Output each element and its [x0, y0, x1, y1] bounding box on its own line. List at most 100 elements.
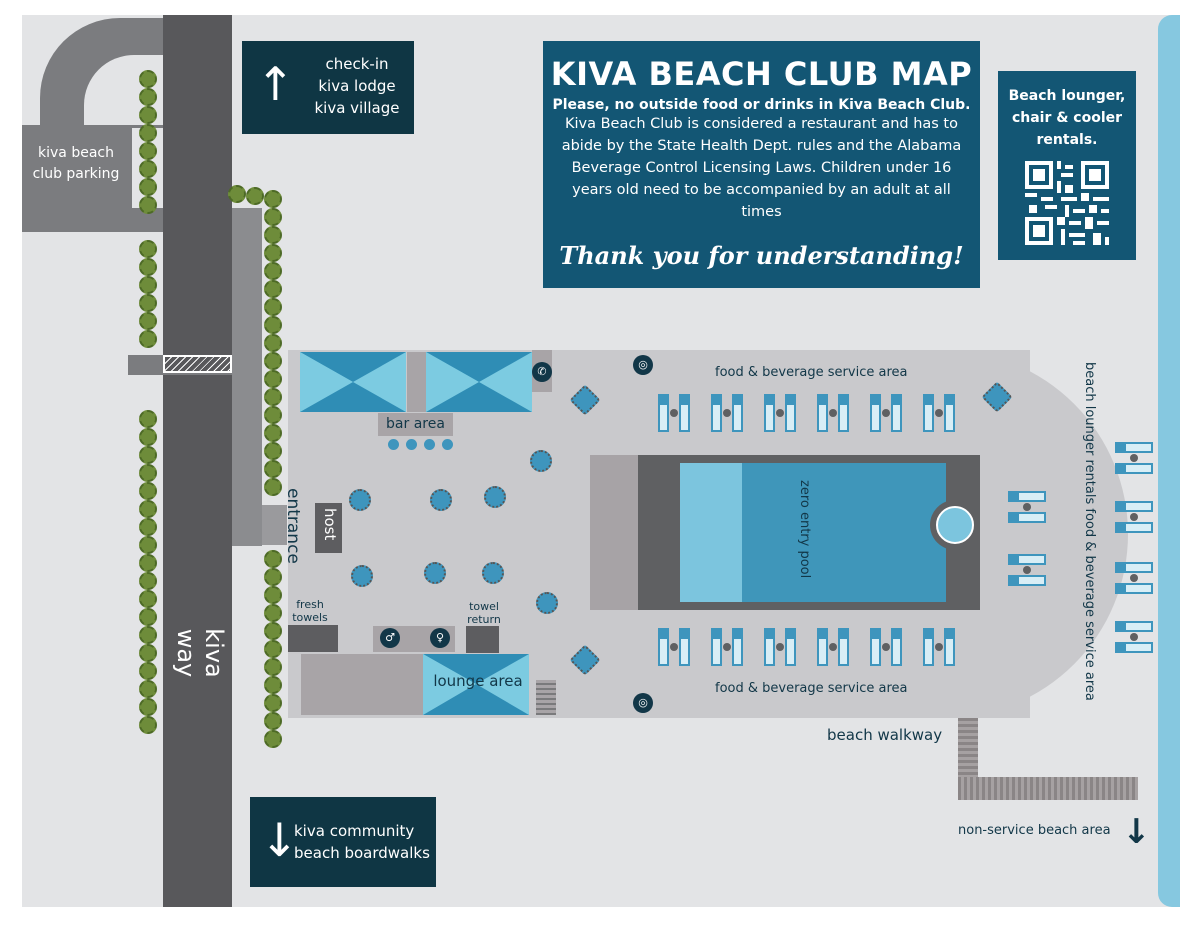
tree — [264, 190, 282, 208]
tree — [139, 142, 157, 160]
tree — [264, 550, 282, 568]
tree — [246, 187, 264, 205]
lounger-pair — [657, 627, 691, 667]
pool-shallow-end — [680, 463, 742, 602]
tree — [264, 568, 282, 586]
table — [484, 486, 506, 508]
non-service-label: non-service beach area — [958, 823, 1111, 838]
tree — [139, 106, 157, 124]
thanks-text: Thank you for understanding! — [559, 241, 964, 270]
south-sign: ↓ kiva community beach boardwalks — [250, 797, 436, 887]
lounge-building — [301, 654, 423, 715]
tree — [264, 244, 282, 262]
qr-code-icon[interactable] — [1025, 161, 1109, 245]
table — [351, 565, 373, 587]
cabana — [300, 352, 406, 412]
lounger-pair — [816, 627, 850, 667]
tree — [139, 196, 157, 214]
cabana-divider — [407, 352, 426, 412]
tree — [139, 330, 157, 348]
mens-restroom-icon: ♂ — [380, 628, 400, 648]
tree — [264, 460, 282, 478]
host-label: host — [321, 508, 339, 541]
tree — [139, 662, 157, 680]
tree — [139, 626, 157, 644]
fb-service-top-label: food & beverage service area — [715, 365, 908, 380]
lounger-pair — [710, 627, 744, 667]
life-ring-icon: ◎ — [633, 693, 653, 713]
tree — [264, 658, 282, 676]
tree — [139, 572, 157, 590]
tree — [139, 294, 157, 312]
lounger-pair — [922, 393, 956, 433]
tree — [264, 208, 282, 226]
tree — [139, 518, 157, 536]
tree — [264, 694, 282, 712]
lounger-pair — [1114, 441, 1154, 475]
tree — [139, 716, 157, 734]
tree — [139, 410, 157, 428]
tree — [139, 276, 157, 294]
north-sign: ↑ check-in kiva lodge kiva village — [242, 41, 414, 134]
tree — [139, 554, 157, 572]
tree — [139, 680, 157, 698]
side-path — [232, 208, 262, 546]
beach-walkway-label[interactable]: beach walkway — [827, 726, 943, 744]
entrance-label: entrance — [283, 488, 303, 564]
north-sign-line: kiva lodge — [318, 77, 396, 95]
lounger-pair — [763, 627, 797, 667]
tree — [139, 446, 157, 464]
towel-return-label: towel return — [467, 600, 501, 626]
tree — [264, 334, 282, 352]
crosswalk — [163, 355, 232, 373]
road-kiva-way — [163, 15, 232, 907]
tree — [264, 604, 282, 622]
phone-icon: ✆ — [532, 362, 552, 382]
lounger-pair — [816, 393, 850, 433]
tree — [139, 482, 157, 500]
tree — [264, 316, 282, 334]
table — [536, 592, 558, 614]
tree — [139, 464, 157, 482]
tree — [264, 442, 282, 460]
life-ring-icon: ◎ — [633, 355, 653, 375]
ocean — [1158, 15, 1180, 907]
parking-lot — [22, 125, 132, 232]
north-sign-line: check-in — [325, 55, 389, 73]
lounger-pair — [657, 393, 691, 433]
south-sign-line: beach boardwalks — [294, 844, 430, 862]
cabana — [426, 352, 532, 412]
lounger-pair — [710, 393, 744, 433]
notice-text: Please, no outside food or drinks in Kiv… — [552, 97, 971, 113]
tree — [139, 160, 157, 178]
road-label: kiva way — [172, 628, 228, 678]
beach-walkway-dock — [958, 777, 1138, 800]
rentals-text: Beach lounger, chair & cooler rentals. — [1008, 88, 1126, 148]
tree — [264, 226, 282, 244]
tree — [264, 370, 282, 388]
tree — [264, 388, 282, 406]
pool-label: zero entry pool — [797, 480, 812, 579]
tree — [264, 478, 282, 496]
table — [349, 489, 371, 511]
host-stand — [315, 503, 342, 553]
tree — [264, 352, 282, 370]
hot-tub — [936, 506, 974, 544]
tree — [139, 240, 157, 258]
rentals-panel: Beach lounger, chair & cooler rentals. — [998, 71, 1136, 260]
tree — [139, 258, 157, 276]
tree — [264, 622, 282, 640]
lounge-cabana — [423, 654, 529, 715]
entrance-gate — [262, 505, 287, 545]
tree — [139, 124, 157, 142]
lounger-pair — [1114, 620, 1154, 654]
lounge-area-label: lounge area — [433, 672, 523, 690]
tree — [139, 178, 157, 196]
lounger-pair — [763, 393, 797, 433]
towel-return-station — [466, 626, 499, 653]
south-sign-line: kiva community — [294, 822, 415, 840]
tree — [264, 712, 282, 730]
tree — [228, 185, 246, 203]
tree — [264, 676, 282, 694]
fresh-towels-station — [288, 625, 338, 652]
